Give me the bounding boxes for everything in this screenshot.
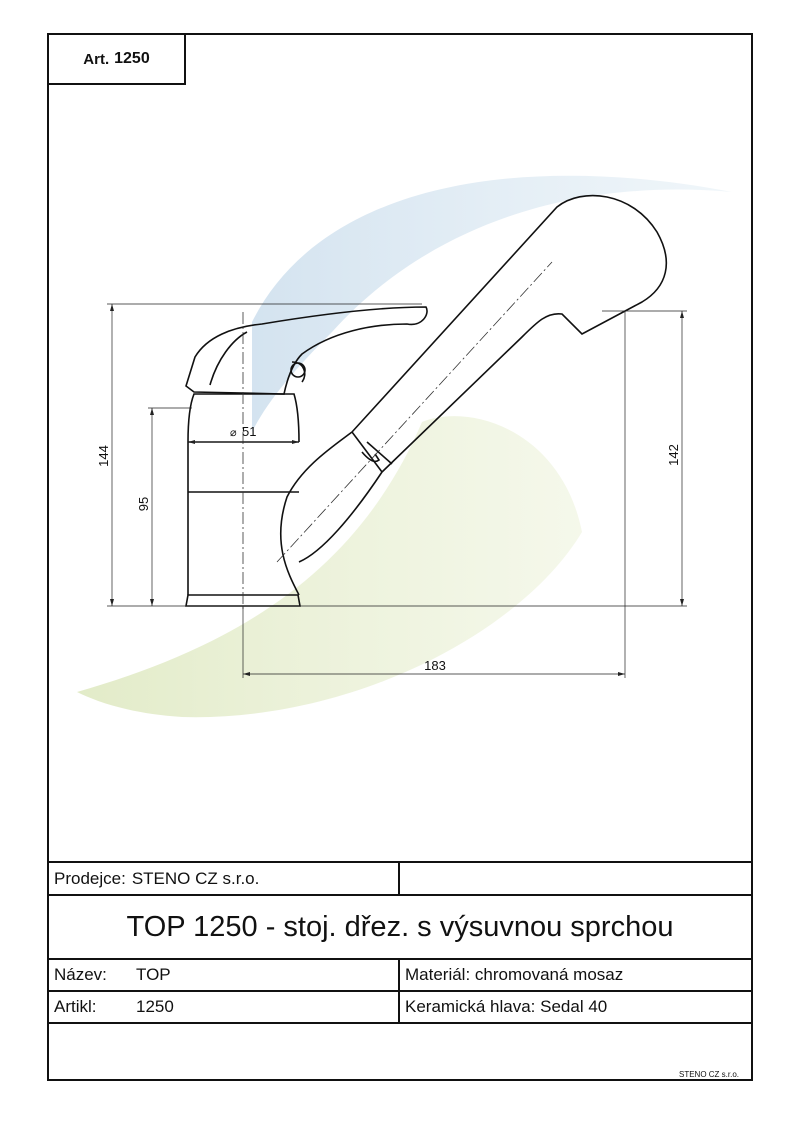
watermark-green-leaf [77, 416, 582, 718]
footer-company: STENO CZ s.r.o. [678, 1070, 739, 1079]
article-number: 1250 [114, 50, 150, 67]
dimension-arrows [110, 304, 684, 676]
drawing-frame: Art. 1250 [47, 33, 753, 1081]
dim-51-label: 51 [242, 424, 256, 439]
article-label: Artikl: [54, 997, 97, 1016]
dim-142-label: 142 [666, 444, 681, 466]
article-row: Artikl: 1250 Keramická hlava: Sedal 40 [49, 990, 751, 1022]
watermark-blue-leaf [252, 175, 732, 432]
dim-144-label: 144 [96, 445, 111, 467]
seller-label: Prodejce: [54, 868, 126, 888]
name-cell: Název: TOP [49, 960, 400, 990]
article-cell: Artikl: 1250 [49, 992, 400, 1022]
material-cell: Materiál: chromovaná mosaz [405, 965, 624, 984]
cartridge-cell: Keramická hlava: Sedal 40 [405, 997, 608, 1016]
product-title: TOP 1250 - stoj. dřez. s výsuvnou sprcho… [126, 910, 674, 943]
article-value: 1250 [136, 997, 174, 1016]
footer-row: STENO CZ s.r.o. [49, 1022, 751, 1083]
name-row: Název: TOP Materiál: chromovaná mosaz [49, 958, 751, 990]
seller-row: Prodejce: STENO CZ s.r.o. [49, 861, 751, 894]
title-block: Prodejce: STENO CZ s.r.o. TOP 1250 - sto… [49, 861, 751, 1083]
seller-right-cell [400, 863, 751, 894]
seller-value: STENO CZ s.r.o. [131, 868, 260, 888]
name-value: TOP [136, 965, 171, 984]
dim-183-label: 183 [424, 658, 446, 673]
dim-95-label: 95 [136, 497, 151, 511]
article-prefix: Art. [83, 50, 110, 68]
title-row: TOP 1250 - stoj. dřez. s výsuvnou sprcho… [49, 894, 751, 958]
article-box: Art. 1250 [49, 35, 186, 85]
name-label: Název: [54, 965, 107, 984]
dimension-lines [107, 303, 687, 678]
center-lines [242, 261, 553, 612]
seller-cell: Prodejce: STENO CZ s.r.o. [49, 863, 400, 894]
faucet-drawing: 144 95 142 183 ⌀ 51 [77, 175, 732, 718]
diameter-symbol: ⌀ [230, 427, 237, 439]
